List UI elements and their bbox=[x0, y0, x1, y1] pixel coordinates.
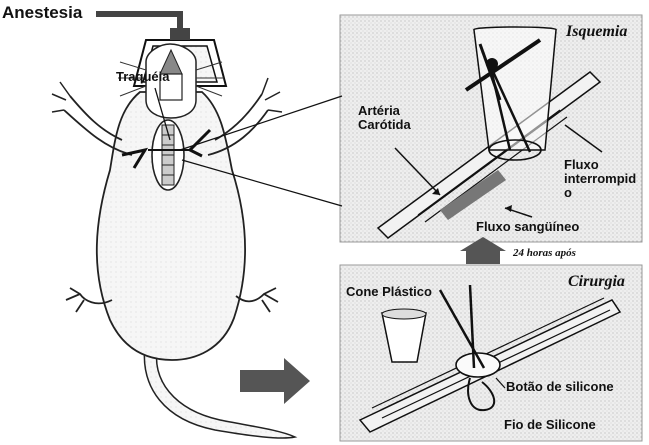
fluxo-interrompido-line2: interrompid bbox=[564, 172, 636, 186]
botao-silicone-label: Botão de silicone bbox=[506, 380, 614, 394]
fluxo-sanguineo-label: Fluxo sangüíneo bbox=[476, 220, 579, 234]
arteria-label-line2: Carótida bbox=[358, 118, 411, 132]
cirurgia-title: Cirurgia bbox=[568, 274, 625, 291]
traqueia-label: Traquéia bbox=[116, 70, 169, 84]
big-right-arrow bbox=[240, 358, 310, 404]
isquemia-title: Isquemia bbox=[566, 24, 627, 41]
arteria-label-line1: Artéria bbox=[358, 104, 400, 118]
fluxo-interrompido-line3: o bbox=[564, 186, 572, 200]
fluxo-interrompido-line1: Fluxo bbox=[564, 158, 599, 172]
horas-apos-label: 24 horas após bbox=[513, 248, 576, 260]
anestesia-label: Anestesia bbox=[2, 4, 82, 22]
cone-plastico-label: Cone Plástico bbox=[346, 285, 432, 299]
fio-silicone-label: Fio de Silicone bbox=[504, 418, 596, 432]
